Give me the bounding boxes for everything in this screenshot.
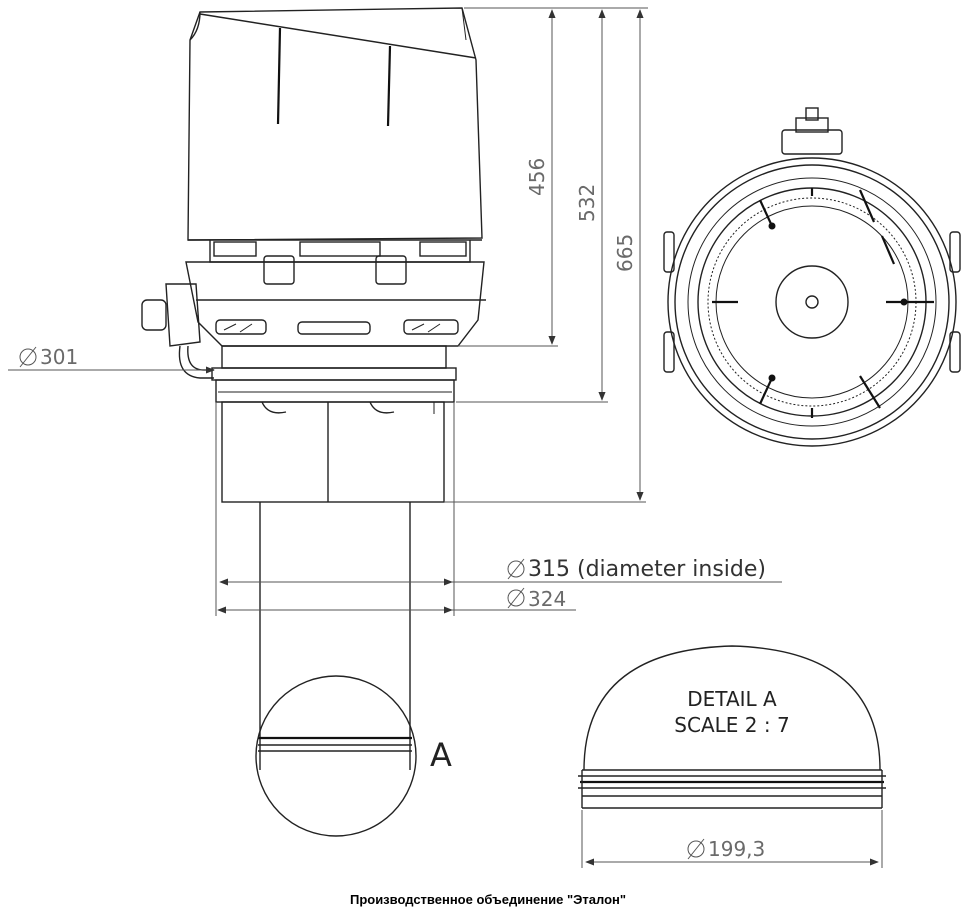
- dimension-324: 324: [528, 587, 566, 611]
- diameter-symbol-icon: [507, 587, 525, 609]
- side-view: A: [141, 7, 486, 837]
- motor-body: [185, 261, 486, 347]
- detail-marker: A: [430, 736, 452, 774]
- height-dimensions: 456 532 665: [444, 7, 648, 503]
- dimension-532: 532: [575, 184, 599, 222]
- junction-box: [141, 283, 214, 379]
- neck-collar: [211, 345, 457, 403]
- diameter-symbol-icon: [507, 558, 525, 580]
- dimension-456: 456: [525, 158, 549, 196]
- dimension-199: 199,3: [708, 837, 765, 861]
- detail-title: DETAIL A: [687, 687, 777, 711]
- dimension-301: 301: [40, 345, 78, 369]
- dimension-315: 315 (diameter inside): [528, 557, 766, 582]
- company-footer: Производственное объединение "Эталон": [350, 892, 626, 907]
- outlet-pipe: [258, 502, 412, 770]
- fan-housing: [187, 7, 483, 241]
- diameter-symbol-icon: [687, 838, 705, 860]
- diameter-dimensions: 301 315 (diameter inside) 324: [8, 345, 782, 616]
- adapter-body: [221, 401, 445, 503]
- detail-scale: SCALE 2 : 7: [674, 713, 789, 737]
- detail-a-circle: [255, 675, 417, 837]
- top-view: [663, 107, 961, 447]
- detail-a-view: DETAIL A SCALE 2 : 7 199,3: [578, 645, 886, 868]
- diameter-symbol-icon: [19, 346, 37, 368]
- dimension-665: 665: [613, 234, 637, 272]
